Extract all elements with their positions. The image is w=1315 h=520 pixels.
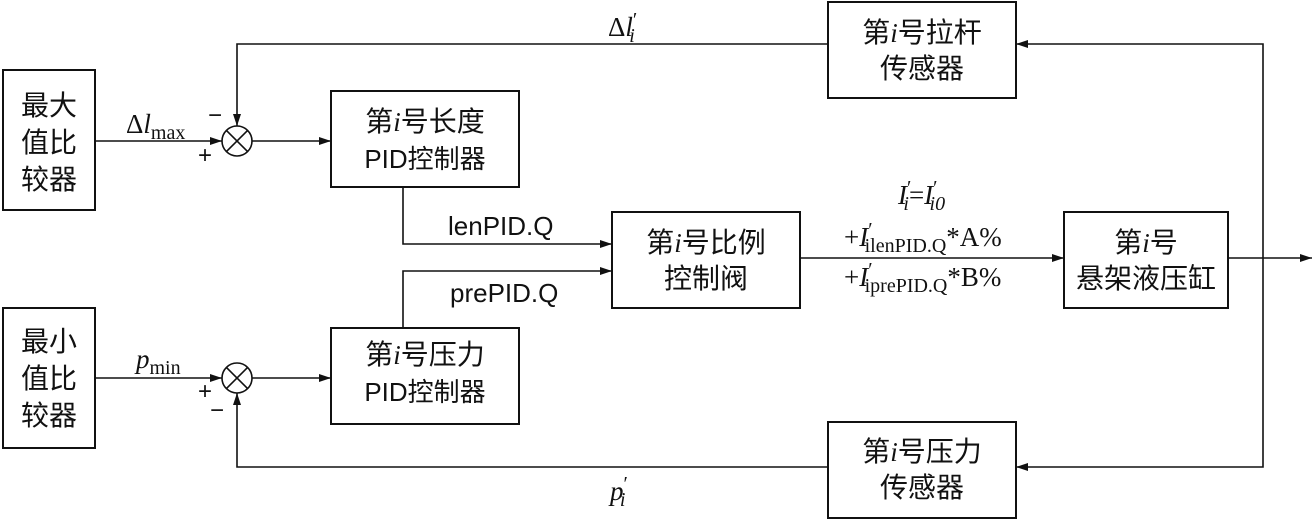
rod-sensor-line2: 传感器 — [880, 52, 964, 85]
length-pid-block: 第i号长度 PID控制器 — [330, 90, 520, 188]
equation-line1: I′i=I′i0 — [897, 177, 945, 215]
max-comparator-line3: 较器 — [21, 163, 77, 196]
rod-sensor-block: 第i号拉杆 传感器 — [827, 1, 1017, 99]
upper-junction-plus-sign: + — [198, 142, 212, 169]
p-min-label: pmin — [134, 344, 181, 379]
upper-summing-junction — [221, 125, 253, 157]
length-pid-line2: PID控制器 — [364, 144, 485, 174]
pre-pid-q-label: prePID.Q — [450, 278, 558, 308]
lower-junction-minus-sign: − — [210, 397, 224, 424]
prop-valve-line2: 控制阀 — [664, 262, 748, 295]
pressure-sensor-feedback-line — [233, 393, 828, 468]
output-to-pressure-sensor-line — [1016, 258, 1264, 471]
pressure-sensor-line1: 第i号压力 — [862, 435, 982, 468]
delta-l-max-label: Δlmax — [126, 109, 185, 144]
pressure-pid-block: 第i号压力 PID控制器 — [330, 327, 520, 425]
min-comparator-line2: 值比 — [21, 362, 77, 395]
min-comparator-line3: 较器 — [21, 399, 77, 432]
max-comparator-line1: 最大 — [21, 89, 77, 122]
p-i-prime-label: p′i — [608, 473, 628, 511]
prop-valve-block: 第i号比例 控制阀 — [611, 211, 801, 309]
delta-l-i-prime-label: Δl′i — [608, 9, 637, 47]
min-comparator-line1: 最小 — [21, 325, 77, 358]
rod-sensor-line1: 第i号拉杆 — [862, 16, 982, 49]
pressure-sensor-block: 第i号压力 传感器 — [827, 421, 1017, 519]
cylinder-line1: 第i号 — [1114, 226, 1178, 259]
length-pid-line1: 第i号长度 — [365, 105, 485, 138]
pressure-pid-line1: 第i号压力 — [365, 338, 485, 371]
lower-summing-junction — [221, 362, 253, 394]
max-comparator-line2: 值比 — [21, 126, 77, 159]
max-comparator-block: 最大 值比 较器 — [2, 69, 96, 211]
cylinder-block: 第i号 悬架液压缸 — [1063, 211, 1229, 309]
min-comparator-block: 最小 值比 较器 — [2, 307, 96, 449]
output-to-rod-sensor-line — [1016, 40, 1264, 258]
equation-line3: +I′iprePID.Q*B% — [844, 259, 1001, 297]
prop-valve-line1: 第i号比例 — [646, 226, 766, 259]
pressure-sensor-line2: 传感器 — [880, 471, 964, 504]
len-pid-q-label: lenPID.Q — [448, 211, 554, 241]
pressure-pid-line2: PID控制器 — [364, 377, 485, 407]
rod-sensor-feedback-line — [233, 43, 828, 126]
lower-junction-plus-sign: + — [198, 378, 212, 405]
length-pid-to-valve-line — [402, 187, 612, 248]
cylinder-line2: 悬架液压缸 — [1076, 262, 1216, 295]
upper-junction-minus-sign: − — [208, 102, 222, 129]
pressure-pid-to-valve-line — [402, 267, 612, 328]
equation-line2: +I′ilenPID.Q*A% — [844, 219, 1002, 257]
